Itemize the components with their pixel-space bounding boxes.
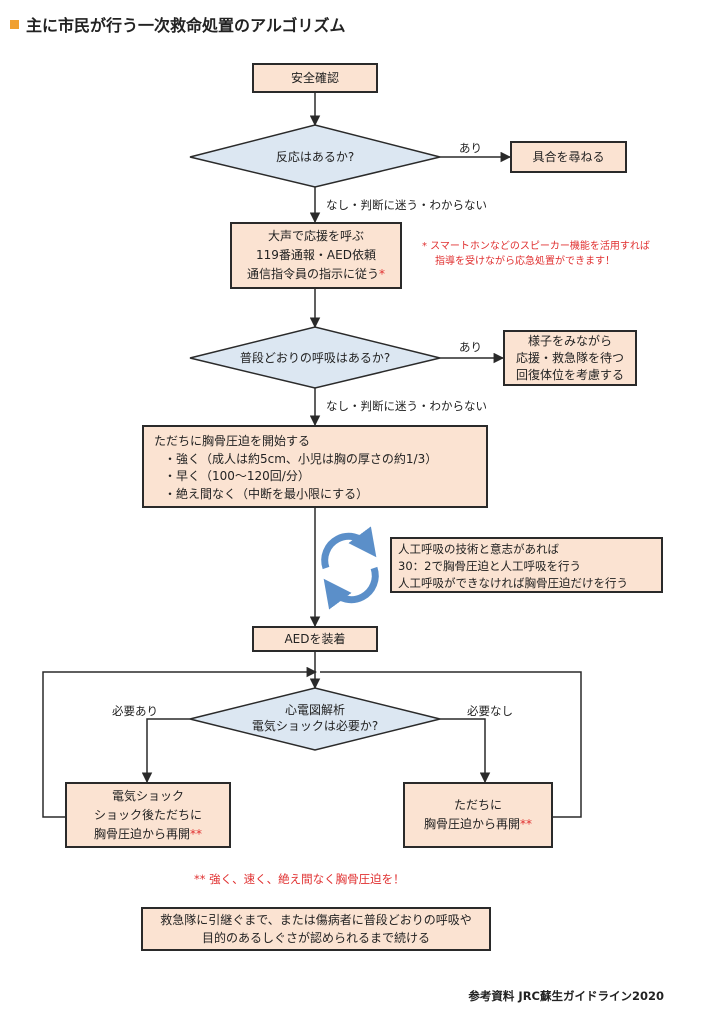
smartphone-note: * スマートホンなどのスピーカー機能を活用すれば 指導を受けながら応急処置ができ… xyxy=(422,239,650,269)
edge-label-no-unsure: なし・判断に迷う・わからない xyxy=(326,399,487,413)
continue-box: 救急隊に引継ぐまで、または傷病者に普段どおりの呼吸や 目的のあるしぐさが認められ… xyxy=(141,907,491,951)
observe-line: 応援・救急隊を待つ xyxy=(515,350,624,365)
no-shock-box: ただちに 胸骨圧迫から再開** xyxy=(403,782,553,848)
page-title: 主に市民が行う一次救命処置のアルゴリズム xyxy=(10,13,346,35)
continue-line: 目的のあるしぐさが認められるまで続ける xyxy=(201,931,430,945)
no-shock-line: 胸骨圧迫から再開 xyxy=(423,817,520,831)
call-help-line: 通信指令員の指示に従う xyxy=(246,267,379,281)
source-credit: 参考資料 JRC蘇生ガイドライン2020 xyxy=(468,989,664,1003)
ask-condition-label: 具合を尋ねる xyxy=(532,149,605,164)
ask-condition-box: 具合を尋ねる xyxy=(510,141,627,173)
no-shock-line: ただちに xyxy=(453,798,502,812)
cpr-line: ただちに胸骨圧迫を開始する xyxy=(154,434,311,448)
breathing-question: 普段どおりの呼吸はあるか? xyxy=(239,351,391,365)
edge-shock-loop xyxy=(42,666,318,818)
ecg-line: 電気ショックは必要か? xyxy=(251,719,379,733)
rescue-breaths-box: 人工呼吸の技術と意志があれば 30：2で胸骨圧迫と人工呼吸を行う 人工呼吸ができ… xyxy=(390,537,663,593)
title-text: 主に市民が行う一次救命処置のアルゴリズム xyxy=(26,16,346,35)
safety-check-label: 安全確認 xyxy=(290,70,339,85)
shock-line: ショック後ただちに xyxy=(93,807,202,822)
call-help-box: 大声で応援を呼ぶ 119番通報・AED依頼 通信指令員の指示に従う* xyxy=(230,222,402,289)
call-help-mark: * xyxy=(379,267,385,281)
response-diamond xyxy=(189,124,441,188)
cpr-line: ・強く（成人は約5cm、小児は胸の厚さの約1/3） xyxy=(164,451,438,466)
breaths-line: 人工呼吸の技術と意志があれば xyxy=(398,542,559,556)
safety-check-box: 安全確認 xyxy=(252,63,378,93)
edge-noshock-loop xyxy=(320,671,582,818)
call-help-line: 119番通報・AED依頼 xyxy=(256,248,376,262)
smartphone-note-line: * スマートホンなどのスピーカー機能を活用すれば xyxy=(422,241,650,252)
call-help-line: 大声で応援を呼ぶ xyxy=(267,229,364,243)
breaths-line: 人工呼吸ができなければ胸骨圧迫だけを行う xyxy=(398,576,628,590)
response-question: 反応はあるか? xyxy=(275,150,355,164)
ecg-line: 心電図解析 xyxy=(284,703,345,717)
smartphone-note-line: 指導を受けながら応急処置ができます！ xyxy=(435,256,615,267)
edge-label-shock-not-needed: 必要なし xyxy=(467,704,513,718)
aed-label: AEDを装着 xyxy=(284,631,346,646)
cycle-arrows-icon xyxy=(321,526,379,610)
breaths-line: 30：2で胸骨圧迫と人工呼吸を行う xyxy=(398,559,581,573)
shock-box: 電気ショック ショック後ただちに 胸骨圧迫から再開** xyxy=(65,782,231,848)
aed-box: AEDを装着 xyxy=(252,626,378,652)
no-shock-mark: ** xyxy=(520,817,532,831)
edge-ecg-noshock xyxy=(440,718,491,784)
shock-mark: ** xyxy=(190,826,202,841)
cpr-line: ・絶え間なく（中断を最小限にする） xyxy=(164,486,369,501)
observe-line: 回復体位を考慮する xyxy=(515,367,624,382)
title-square-icon xyxy=(10,19,19,29)
breathing-diamond xyxy=(189,326,441,389)
cpr-line: ・早く（100～120回/分） xyxy=(164,469,310,483)
strong-fast-note: ** 強く、速く、絶え間なく胸骨圧迫を！ xyxy=(194,872,405,886)
cpr-box: ただちに胸骨圧迫を開始する ・強く（成人は約5cm、小児は胸の厚さの約1/3） … xyxy=(142,425,488,508)
edge-label-yes: あり xyxy=(459,340,482,354)
ecg-question: 心電図解析 電気ショックは必要か? xyxy=(215,702,415,734)
observe-line: 様子をみながら xyxy=(527,333,612,348)
ecg-diamond xyxy=(189,687,441,751)
observe-box: 様子をみながら 応援・救急隊を待つ 回復体位を考慮する xyxy=(503,330,637,386)
edge-label-shock-needed: 必要あり xyxy=(112,704,158,718)
edge-ecg-shock xyxy=(141,718,190,784)
edge-label-no-unsure: なし・判断に迷う・わからない xyxy=(326,198,487,212)
shock-line: 胸骨圧迫から再開 xyxy=(93,826,190,841)
continue-line: 救急隊に引継ぐまで、または傷病者に普段どおりの呼吸や xyxy=(160,913,472,927)
edge-label-yes: あり xyxy=(459,141,482,155)
shock-line: 電気ショック xyxy=(111,788,184,803)
